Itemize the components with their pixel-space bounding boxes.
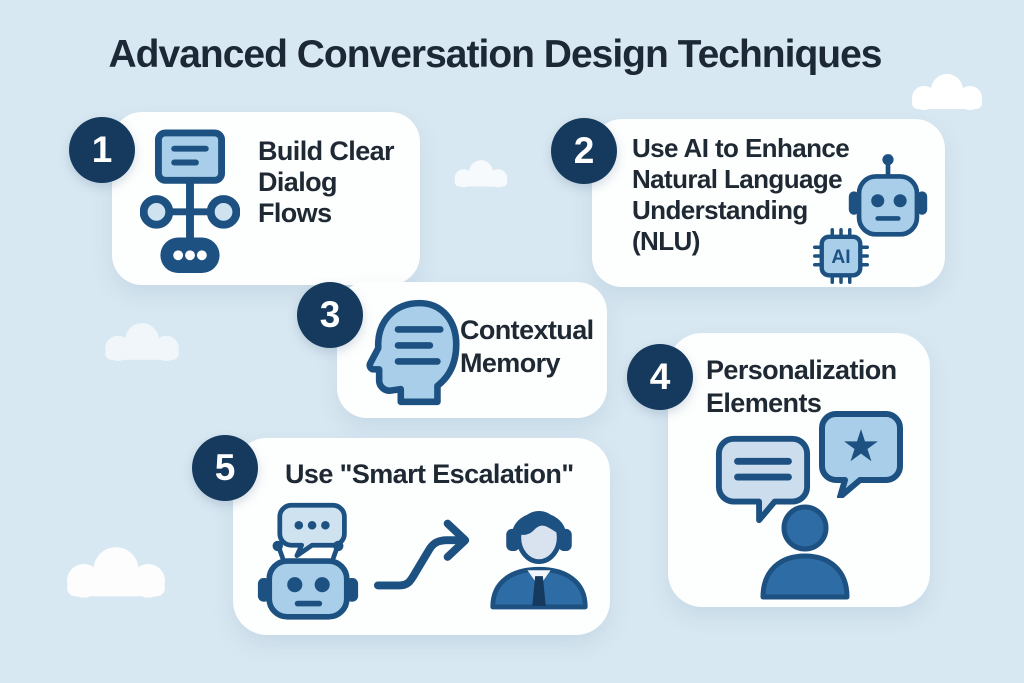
chip-label: AI — [831, 247, 850, 268]
cloud-icon — [67, 547, 165, 598]
cloud-icon — [454, 160, 508, 188]
step-badge-3: 3 — [297, 282, 363, 348]
robot-head-icon — [848, 154, 928, 237]
card-2-text: Use AI to Enhance Natural Language Under… — [632, 133, 850, 257]
flowchart-icon — [140, 129, 240, 274]
head-profile-memory-icon — [366, 299, 460, 406]
robot-icon — [257, 540, 359, 620]
card-1-line: Build Clear — [258, 136, 395, 166]
typing-bubble-icon — [277, 502, 347, 558]
step-number: 2 — [573, 130, 595, 171]
chat-bubble-star-icon: ★ — [819, 411, 903, 498]
svg-text:★: ★ — [841, 421, 880, 472]
step-number: 3 — [319, 294, 341, 335]
card-3-text: Contextual Memory — [460, 314, 594, 380]
step-badge-2: 2 — [551, 118, 617, 184]
card-2-line: Natural Language — [632, 164, 843, 194]
card-1-text: Build Clear Dialog Flows — [258, 136, 395, 229]
ai-chip-icon: AI — [813, 228, 869, 284]
card-1-line: Dialog — [258, 167, 338, 197]
card-2-line: Use AI to Enhance — [632, 133, 850, 163]
card-1-line: Flows — [258, 198, 332, 228]
cloud-icon — [912, 74, 982, 110]
support-agent-icon — [490, 511, 588, 610]
card-4-line: Personalization — [706, 355, 897, 385]
chat-bubble-lines-icon — [715, 435, 811, 524]
card-5-line: Use "Smart Escalation" — [285, 459, 574, 489]
card-2-line: Understanding — [632, 195, 808, 225]
card-5-text: Use "Smart Escalation" — [285, 458, 574, 490]
step-badge-4: 4 — [627, 344, 693, 410]
step-number: 4 — [649, 356, 671, 397]
card-2-line: (NLU) — [632, 226, 700, 256]
step-number: 5 — [214, 447, 236, 488]
card-4-line: Elements — [706, 388, 822, 418]
card-3-line: Contextual — [460, 315, 594, 345]
escalation-arrow-icon — [373, 519, 470, 590]
page-title: Advanced Conversation Design Techniques — [108, 33, 883, 76]
cloud-icon — [105, 323, 179, 361]
person-icon — [760, 504, 850, 600]
step-badge-5: 5 — [192, 435, 258, 501]
card-3-line: Memory — [460, 348, 561, 378]
step-number: 1 — [91, 129, 113, 170]
step-badge-1: 1 — [69, 117, 135, 183]
card-4-text: Personalization Elements — [706, 354, 897, 420]
